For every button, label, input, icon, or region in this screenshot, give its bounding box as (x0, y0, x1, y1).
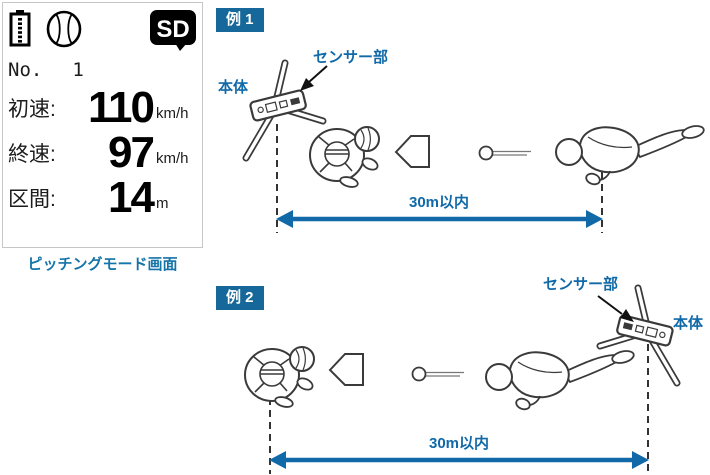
home-plate (395, 135, 430, 168)
example1-diagram: 本体 センサー部 30m以内 (218, 48, 707, 233)
tripod-device-figure (246, 63, 323, 158)
record-number: 1 (72, 59, 84, 81)
distance-label: 区間: (8, 187, 56, 211)
battery-icon (9, 10, 31, 47)
catcher-figure (309, 126, 381, 190)
final-speed-unit: km/h (156, 150, 189, 167)
distance-label: 30m以内 (429, 434, 489, 452)
initial-speed-unit: km/h (156, 105, 189, 122)
tripod-device-figure (600, 288, 677, 383)
unit-label: 本体 (673, 314, 704, 332)
sensor-label: センサー部 (543, 275, 618, 293)
sd-label: SD (156, 16, 189, 43)
sensor-label: センサー部 (313, 48, 388, 66)
initial-speed-row: 初速: 110 km/h (8, 85, 197, 130)
pitcher-figure (555, 123, 707, 188)
screen-caption: ピッチングモード画面 (27, 256, 178, 273)
initial-speed-value: 110 (88, 82, 155, 132)
sensor-pointer-arrow (597, 295, 634, 322)
record-label: No. (8, 59, 43, 81)
unit-label: 本体 (218, 78, 249, 96)
pitcher-figure (485, 348, 637, 413)
example2-tag: 例 2 (216, 286, 264, 310)
final-speed-label: 終速: (8, 142, 56, 166)
example2-diagram: センサー部 本体 30m以内 (244, 275, 704, 474)
record-number-row: No. 1 (8, 59, 197, 85)
distance-row: 区間: 14 m (8, 175, 197, 220)
final-speed-row: 終速: 97 km/h (8, 130, 197, 175)
device-lcd-screen: SD No. 1 初速: 110 km/h 終速: 97 km/h 区間: 14 … (2, 2, 203, 248)
initial-speed-label: 初速: (8, 97, 56, 121)
sensor-pointer-arrow (300, 65, 328, 91)
baseball-icon (46, 10, 82, 48)
status-icons-row: SD (8, 9, 197, 55)
baseball-in-flight (411, 366, 465, 382)
distance-arrow (269, 451, 649, 469)
home-plate (329, 353, 364, 386)
distance-label: 30m以内 (409, 193, 469, 211)
final-speed-value: 97 (108, 127, 155, 177)
distance-arrow (276, 210, 603, 228)
distance-unit: m (156, 195, 169, 212)
baseball-in-flight (478, 145, 532, 161)
distance-value: 14 (108, 172, 155, 222)
example1-tag: 例 1 (216, 8, 264, 32)
sd-card-icon: SD (150, 10, 196, 51)
catcher-figure (244, 346, 316, 410)
